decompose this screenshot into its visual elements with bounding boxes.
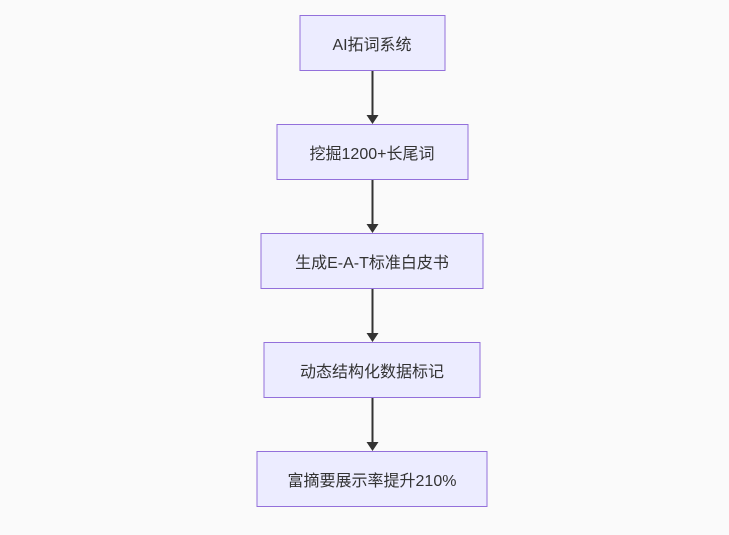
arrow-line bbox=[371, 398, 373, 442]
arrowhead-down-icon bbox=[366, 224, 378, 233]
arrowhead-down-icon bbox=[366, 115, 378, 124]
flow-node-label: 富摘要展示率提升210% bbox=[287, 473, 457, 490]
arrowhead-down-icon bbox=[366, 442, 378, 451]
flow-node-label: 动态结构化数据标记 bbox=[299, 364, 444, 381]
flow-arrow-2 bbox=[366, 180, 378, 233]
arrow-line bbox=[371, 71, 373, 115]
flow-node-label: AI拓词系统 bbox=[332, 37, 412, 54]
flow-arrow-1 bbox=[366, 71, 378, 124]
flow-node-structured-data-markup: 动态结构化数据标记 bbox=[263, 342, 481, 398]
flow-node-eat-whitepaper: 生成E-A-T标准白皮书 bbox=[260, 233, 484, 289]
flow-node-label: 生成E-A-T标准白皮书 bbox=[295, 255, 449, 272]
flow-node-label: 挖掘1200+长尾词 bbox=[309, 146, 435, 163]
arrowhead-down-icon bbox=[366, 333, 378, 342]
arrow-line bbox=[371, 289, 373, 333]
flow-node-longtail-mining: 挖掘1200+长尾词 bbox=[276, 124, 468, 180]
flowchart-column: AI拓词系统 挖掘1200+长尾词 生成E-A-T标准白皮书 动态结构化数据标记 bbox=[256, 15, 488, 507]
flow-arrow-3 bbox=[366, 289, 378, 342]
flow-node-ai-expansion-system: AI拓词系统 bbox=[299, 15, 445, 71]
arrow-line bbox=[371, 180, 373, 224]
flow-node-rich-snippet-uplift: 富摘要展示率提升210% bbox=[256, 451, 488, 507]
flow-arrow-4 bbox=[366, 398, 378, 451]
